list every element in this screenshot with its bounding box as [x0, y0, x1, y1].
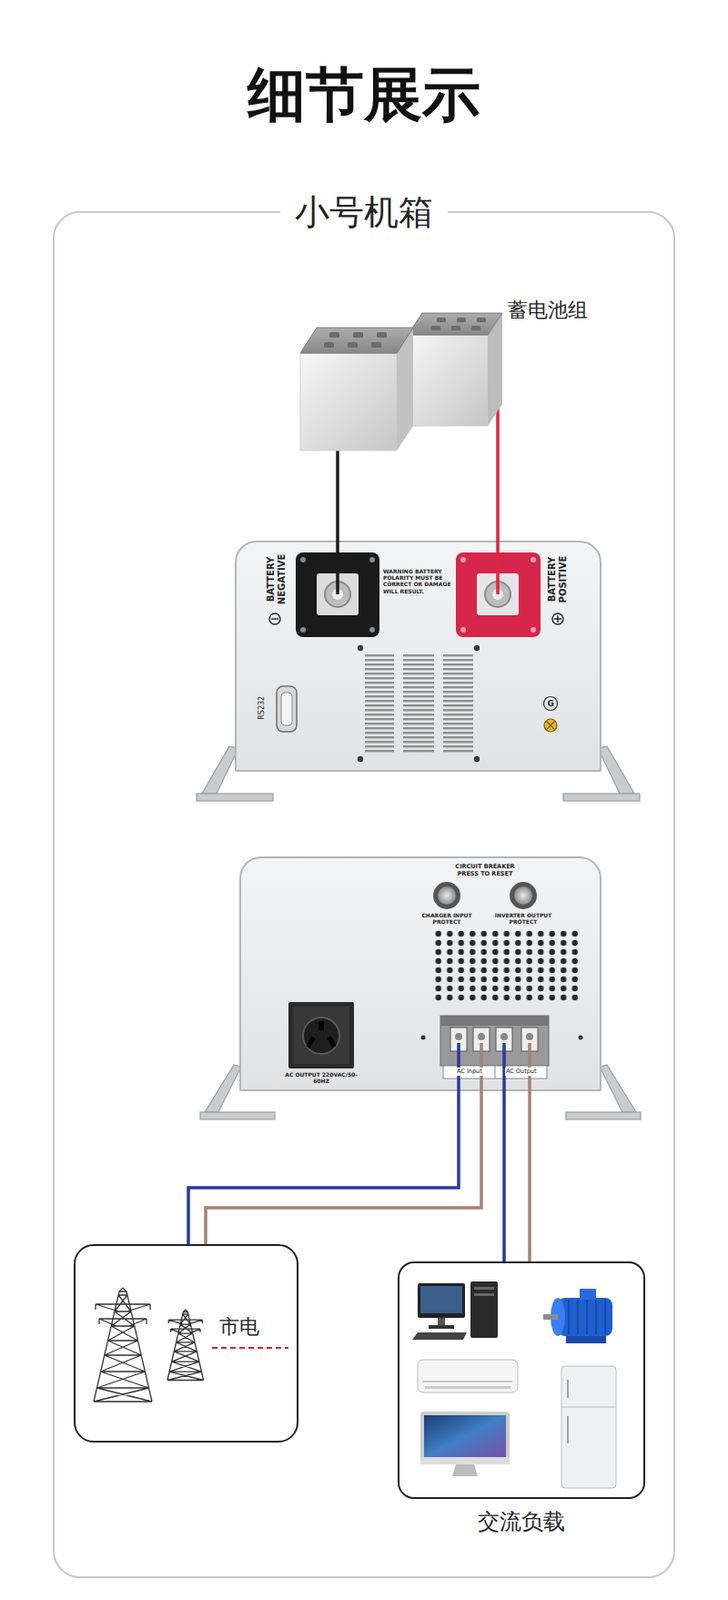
wire	[335, 459, 340, 541]
breaker-label: INVERTER OUTPUT PROTECT	[491, 911, 556, 925]
wire	[495, 459, 500, 541]
load-label: 交流负载	[477, 1508, 566, 1536]
wire	[188, 1091, 459, 1244]
breaker-label: CHARGER INPUT PROTECT	[414, 911, 479, 925]
battery-label: 蓄电池组	[507, 298, 588, 323]
wire	[502, 1091, 506, 1262]
terminal-label: BATTERY POSITIVE	[546, 555, 568, 603]
socket-label: AC OUTPUT 220VAC/50-60HZ	[283, 1071, 360, 1084]
terminal-label: AC Input	[455, 1067, 484, 1077]
housing-frame: 小号机箱 蓄电池组	[52, 211, 676, 1578]
power-tower-illustration	[73, 1243, 299, 1443]
battery-bank: 蓄电池组	[289, 273, 604, 460]
page-title: 细节展示	[247, 60, 481, 131]
load-box: 交流负载	[397, 1261, 646, 1499]
port-label: RS232	[257, 696, 267, 720]
section-heading: 小号机箱	[280, 190, 448, 235]
front-panel-illustration	[239, 856, 602, 1092]
wire	[205, 1091, 482, 1244]
rear-panel: BATTERY NEGATIVE WARNING BATTERY POLARITY…	[234, 540, 602, 772]
breaker-label: CIRCUIT BREAKER PRESS TO RESET	[453, 863, 517, 879]
warning-note: WARNING BATTERY POLARITY MUST BE CORRECT…	[383, 567, 455, 595]
grid-label: 市电	[219, 1314, 260, 1339]
appliance-illustration	[397, 1261, 646, 1499]
ground-label: G	[547, 699, 555, 708]
wire	[527, 1091, 532, 1262]
terminal-label: BATTERY NEGATIVE	[265, 553, 287, 604]
front-panel: CIRCUIT BREAKER PRESS TO RESET CHARGER IN…	[239, 856, 602, 1092]
grid-box: 市电	[73, 1243, 299, 1443]
terminal-label: AC Output	[505, 1067, 538, 1077]
